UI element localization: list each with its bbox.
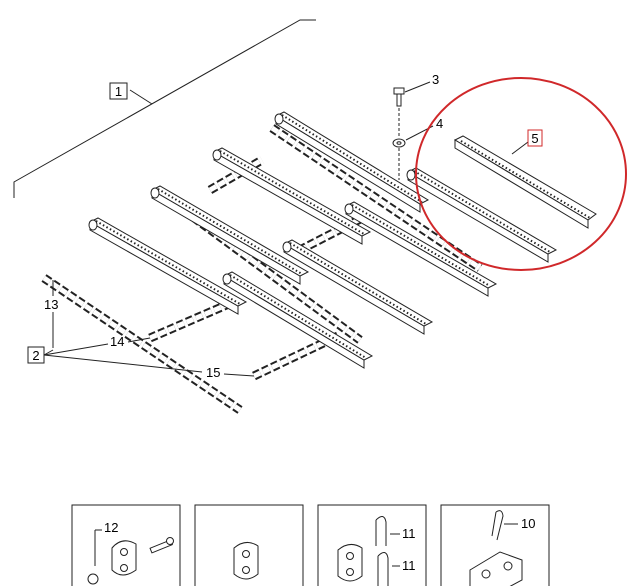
cotter-pin-icon [375,516,389,586]
callout-label-5: 5 [531,131,538,146]
slat-icon [212,147,372,245]
detail-panel-10[interactable]: 10 [440,504,550,586]
callout-label-15[interactable]: 15 [206,365,220,380]
callout-label-11b: 11 [402,558,416,573]
attachment-link-icon [469,551,523,586]
connecting-link-icon [111,540,137,576]
callout-label-4[interactable]: 4 [436,116,443,131]
bolt-icon [149,537,174,554]
callout-label-3[interactable]: 3 [432,72,439,87]
connecting-link-icon [337,544,363,582]
callout-box-2[interactable]: 2 [27,346,45,364]
cotter-pin-icon [491,510,504,541]
roller-chains [41,124,483,414]
callout-box-1[interactable]: 1 [109,82,128,100]
callout-label-2: 2 [32,348,39,363]
callout-label-12: 12 [104,520,118,535]
washer-icon[interactable] [392,138,406,180]
slat-icon [88,217,248,315]
detail-panel-11[interactable]: 11 11 [317,504,427,586]
callout-box-5[interactable]: 5 [527,129,543,147]
highlight-circle [415,77,627,271]
slat-icon [222,271,374,369]
bolt-icon[interactable] [393,87,405,138]
slat-icon [406,167,558,263]
callout-label-11a: 11 [402,526,416,541]
callout-label-1: 1 [115,84,122,99]
slat-icon [282,239,434,335]
slats [88,111,558,369]
detail-panel-link[interactable] [194,504,304,586]
detail-panel-12[interactable]: 12 [71,504,181,586]
callout-label-13[interactable]: 13 [44,297,58,312]
slat-icon [150,185,310,285]
callout-label-14[interactable]: 14 [110,334,124,349]
assembly-bracket [13,19,316,198]
slat-icon [344,201,498,297]
slat-icon [274,111,430,213]
connecting-link-icon [233,542,259,580]
callout-label-10: 10 [521,516,535,531]
slat-icon-item-5[interactable] [453,135,597,229]
